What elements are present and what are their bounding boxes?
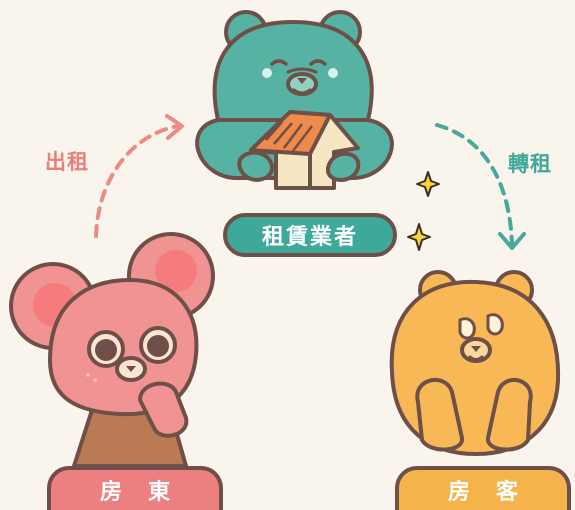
landlord-mouse-icon <box>9 232 215 468</box>
agent-label-text: 租賃業者 <box>261 225 358 250</box>
tenant-label-text: 房客 <box>447 480 544 505</box>
edge-label-rent-out: 出租 <box>45 150 89 174</box>
edge-label-sublet: 轉租 <box>508 152 552 176</box>
agent-bear-icon <box>195 10 394 190</box>
landlord-label-text: 房東 <box>99 480 196 505</box>
node-agent-label: 租賃業者 <box>223 213 397 257</box>
node-landlord-label: 房東 <box>47 466 223 510</box>
sparkle-icon <box>416 171 440 197</box>
sparkle-icon <box>407 223 431 251</box>
arrow-agent-to-tenant <box>435 123 526 250</box>
tenant-bear-icon <box>389 270 561 456</box>
node-tenant-label: 房客 <box>395 466 571 510</box>
arrow-landlord-to-agent <box>94 114 184 238</box>
